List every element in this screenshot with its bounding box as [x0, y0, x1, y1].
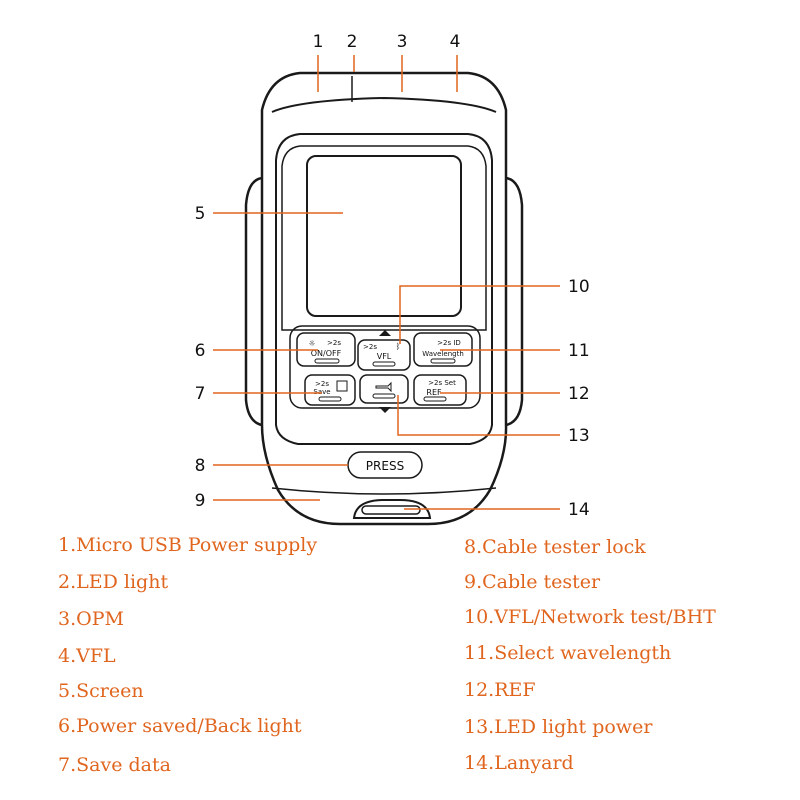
legend-item-9: 9.Cable tester	[464, 571, 601, 593]
callout-2: 2	[347, 32, 358, 52]
press-button-label: PRESS	[366, 459, 404, 473]
callout-10: 10	[568, 277, 590, 297]
callout-12: 12	[568, 384, 590, 404]
callout-13: 13	[568, 426, 590, 446]
legend-item-8: 8.Cable tester lock	[464, 536, 646, 558]
sun-icon: ☼	[308, 339, 315, 348]
legend-item-14: 14.Lanyard	[464, 752, 574, 774]
callout-11: 11	[568, 341, 590, 361]
bluetooth-icon: ᛒ	[396, 342, 401, 351]
leader-lines	[213, 55, 560, 510]
save-button-top: >2s	[315, 380, 329, 388]
onoff-indicator	[314, 358, 340, 364]
vfl-button[interactable]	[357, 339, 411, 371]
legend-item-11: 11.Select wavelength	[464, 642, 672, 664]
callout-8: 8	[195, 456, 206, 476]
callout-3: 3	[397, 32, 408, 52]
callout-6: 6	[195, 341, 206, 361]
legend-item-3: 3.OPM	[58, 608, 124, 630]
legend-item-2: 2.LED light	[58, 571, 169, 593]
save-button[interactable]	[304, 374, 356, 406]
legend-item-4: 4.VFL	[58, 645, 116, 667]
up-arrow-icon	[379, 330, 391, 336]
save-button-label: Save	[313, 388, 330, 396]
right-grip	[505, 176, 524, 427]
left-grip	[244, 176, 263, 427]
led-button[interactable]	[359, 374, 409, 404]
top-cap	[271, 96, 497, 113]
flashlight-icon	[375, 381, 392, 393]
save-indicator	[318, 396, 342, 402]
vfl-button-top: >2s	[363, 343, 377, 351]
legend-item-13: 13.LED light power	[464, 716, 653, 738]
down-arrow-icon	[379, 407, 391, 413]
led-indicator	[372, 393, 396, 399]
callout-1: 1	[313, 32, 324, 52]
callout-14: 14	[568, 500, 590, 520]
device-face	[275, 133, 493, 445]
onoff-button-label: ON/OFF	[311, 349, 342, 358]
legend-item-1: 1.Micro USB Power supply	[58, 534, 318, 556]
legend-item-6: 6.Power saved/Back light	[58, 715, 302, 737]
screen	[306, 155, 462, 317]
screen-bezel	[281, 145, 487, 331]
ref-button-top: >2s Set	[428, 379, 456, 387]
legend-item-7: 7.Save data	[58, 754, 171, 776]
vfl-indicator	[372, 361, 396, 367]
legend-item-12: 12.REF	[464, 679, 536, 701]
wavelength-indicator	[430, 358, 456, 364]
callout-7: 7	[195, 384, 206, 404]
callout-9: 9	[195, 491, 206, 511]
wavelength-button-label: Wavelength	[422, 350, 464, 358]
wavelength-button-top: >2s ID	[437, 339, 461, 347]
save-icon	[336, 380, 348, 392]
onoff-button-top: >2s	[327, 339, 341, 347]
callout-5: 5	[195, 204, 206, 224]
vfl-button-label: VFL	[377, 352, 392, 361]
lanyard-hole	[361, 505, 421, 515]
callout-4: 4	[450, 32, 461, 52]
legend-item-10: 10.VFL/Network test/BHT	[464, 606, 716, 628]
legend-item-5: 5.Screen	[58, 680, 144, 702]
ref-button-label: REF	[426, 388, 442, 397]
ref-indicator	[423, 396, 447, 402]
cable-tester-divider	[271, 487, 497, 495]
